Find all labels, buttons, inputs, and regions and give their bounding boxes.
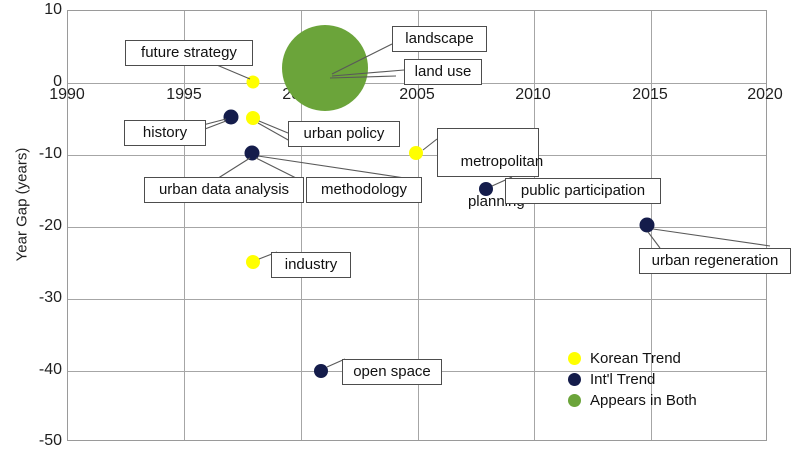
gridline-x-2005: [418, 11, 419, 440]
callout-urban-policy[interactable]: urban policy: [288, 121, 400, 147]
x-tick-2010: 2010: [515, 86, 551, 103]
callout-metropolitan-planning-line1: metropolitan: [460, 153, 544, 170]
callout-urban-regeneration[interactable]: urban regeneration: [639, 248, 791, 274]
callout-public-participation[interactable]: public participation: [505, 178, 661, 204]
legend: Korean Trend Int'l Trend Appears in Both: [568, 348, 728, 411]
gridline-y-neg20: [68, 227, 766, 228]
x-tick-2005: 2005: [399, 86, 435, 103]
y-tick-10: 10: [44, 1, 62, 18]
gridline-x-2010: [534, 11, 535, 440]
y-tick-neg40: -40: [38, 361, 62, 378]
legend-swatch-both-icon: [568, 394, 581, 407]
callout-open-space[interactable]: open space: [342, 359, 442, 385]
legend-item-korean-trend[interactable]: Korean Trend: [568, 348, 728, 369]
x-tick-2020: 2020: [747, 86, 783, 103]
gridline-x-2000: [301, 11, 302, 440]
data-point-public-participation[interactable]: [479, 182, 493, 196]
y-tick-0: 0: [53, 73, 62, 90]
legend-swatch-korean-icon: [568, 352, 581, 365]
data-point-appears-in-both[interactable]: [282, 25, 368, 111]
callout-landscape[interactable]: landscape: [392, 26, 487, 52]
data-point-urban-regeneration[interactable]: [639, 217, 655, 233]
y-tick-neg20: -20: [38, 217, 62, 234]
callout-urban-data-analysis[interactable]: urban data analysis: [144, 177, 304, 203]
x-tick-1990: 1990: [49, 86, 85, 103]
y-tick-neg30: -30: [38, 289, 62, 306]
data-point-industry[interactable]: [246, 255, 260, 269]
callout-industry[interactable]: industry: [271, 252, 351, 278]
callout-history[interactable]: history: [124, 120, 206, 146]
x-tick-2015: 2015: [632, 86, 668, 103]
data-point-open-space[interactable]: [314, 364, 328, 378]
legend-swatch-intl-icon: [568, 373, 581, 386]
data-point-future-strategy[interactable]: [246, 75, 260, 89]
callout-metropolitan-planning[interactable]: metropolitan planning: [437, 128, 543, 210]
legend-label-appears-in-both: Appears in Both: [590, 392, 697, 409]
data-point-metropolitan-planning[interactable]: [409, 146, 423, 160]
x-tick-1995: 1995: [166, 86, 202, 103]
data-point-urban-data-analysis[interactable]: [244, 145, 260, 161]
data-point-history[interactable]: [223, 109, 239, 125]
y-tick-neg10: -10: [38, 145, 62, 162]
gridline-y-neg30: [68, 299, 766, 300]
y-tick-neg50: -50: [38, 432, 62, 449]
legend-item-appears-in-both[interactable]: Appears in Both: [568, 390, 728, 411]
y-axis-title: Year Gap (years): [13, 147, 31, 262]
legend-label-intl-trend: Int'l Trend: [590, 371, 656, 388]
callout-methodology[interactable]: methodology: [306, 177, 422, 203]
legend-item-intl-trend[interactable]: Int'l Trend: [568, 369, 728, 390]
callout-land-use[interactable]: land use: [404, 59, 482, 85]
data-point-urban-policy[interactable]: [246, 111, 260, 125]
legend-label-korean-trend: Korean Trend: [590, 350, 681, 367]
gridline-x-1995: [184, 11, 185, 440]
callout-future-strategy[interactable]: future strategy: [125, 40, 253, 66]
y-axis-tick-labels: 10 0 -10 -20 -30 -40 -50: [0, 0, 62, 450]
